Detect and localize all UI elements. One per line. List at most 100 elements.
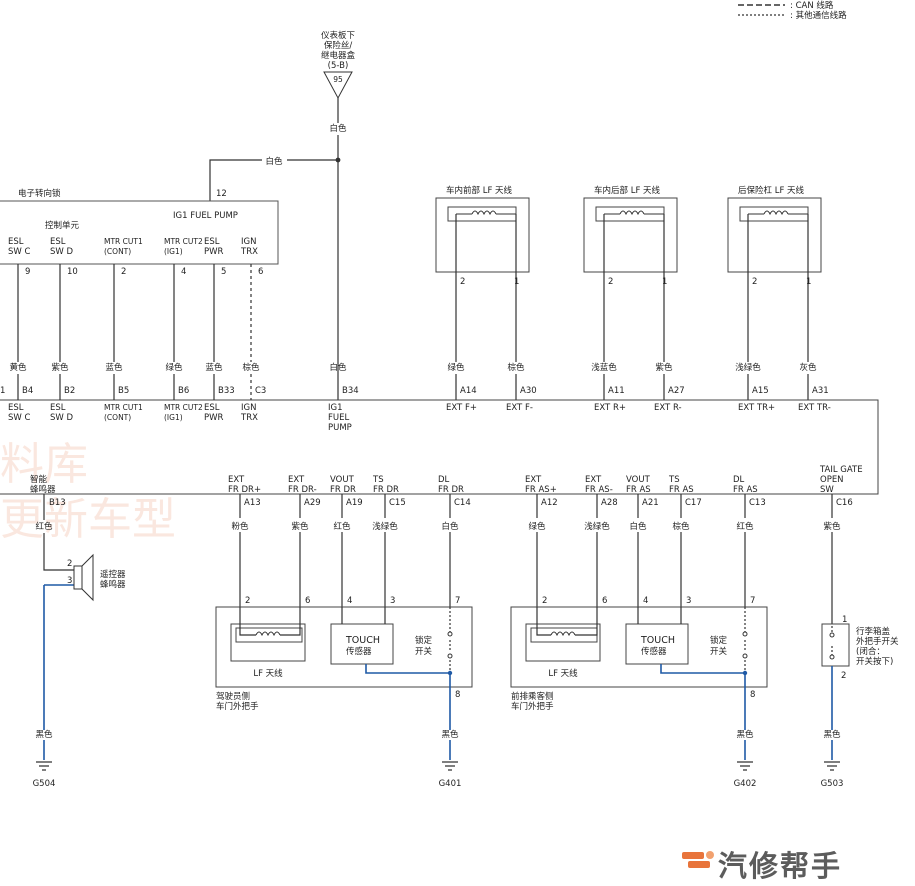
- connector-label: C15: [389, 498, 406, 508]
- svg-text:6: 6: [602, 596, 607, 606]
- svg-text:6: 6: [258, 267, 263, 277]
- wire-color-label: 蓝色: [105, 362, 123, 373]
- wire-color-white-1: 白色: [329, 123, 347, 134]
- svg-text:1: 1: [806, 277, 811, 287]
- tailgate-switch: 1 行李箱盖 外把手开关 (闭合： 开关按下) 2 黑色 G503: [821, 494, 899, 789]
- connector-label: A28: [601, 498, 618, 508]
- esl-pin-2: MTR CUT1(CONT)2: [104, 237, 143, 277]
- wire-color-white-2: 白色: [265, 156, 283, 167]
- ground-g504: G504: [33, 779, 56, 789]
- connector-label: B2: [64, 386, 75, 396]
- svg-text:开关: 开关: [710, 646, 728, 657]
- brand-logo-icon: [682, 851, 714, 868]
- svg-text:(5-B): (5-B): [328, 61, 349, 71]
- legend-can: : CAN 线路: [790, 0, 834, 11]
- svg-text:黑色: 黑色: [441, 729, 459, 740]
- svg-text:(IG1): (IG1): [164, 413, 183, 422]
- wire-color-label: 白色: [441, 521, 459, 532]
- svg-text:ESL: ESL: [204, 237, 220, 247]
- svg-text:VOUT: VOUT: [330, 475, 355, 485]
- connector-label: A12: [541, 498, 558, 508]
- svg-text:EXT F-: EXT F-: [506, 403, 533, 413]
- svg-text:EXT: EXT: [228, 475, 245, 485]
- svg-text:TOUCH: TOUCH: [640, 635, 675, 646]
- svg-text:TRX: TRX: [240, 413, 258, 423]
- svg-text:TS: TS: [372, 475, 384, 485]
- svg-text:ESL: ESL: [50, 403, 66, 413]
- svg-text:MTR CUT2: MTR CUT2: [164, 237, 203, 246]
- control-unit-box: [0, 399, 879, 495]
- svg-text:2: 2: [67, 559, 72, 569]
- steering-lock-title: 电子转向锁: [18, 188, 61, 199]
- svg-text:LF 天线: LF 天线: [548, 668, 578, 679]
- svg-text:车门外把手: 车门外把手: [511, 701, 554, 712]
- svg-text:黑色: 黑色: [736, 729, 754, 740]
- svg-text:6: 6: [305, 596, 310, 606]
- wire-color-label: 蓝色: [205, 362, 223, 373]
- svg-text:8: 8: [455, 690, 460, 700]
- wire-color-label: 白色: [629, 521, 647, 532]
- wire-color-label: 浅绿色: [584, 521, 610, 532]
- svg-text:PUMP: PUMP: [328, 423, 352, 433]
- connector-label: A27: [668, 386, 685, 396]
- svg-text:(IG1): (IG1): [164, 247, 183, 256]
- svg-text:MTR CUT2: MTR CUT2: [164, 403, 203, 412]
- svg-text:3: 3: [67, 576, 72, 586]
- svg-text:EXT F+: EXT F+: [446, 403, 477, 413]
- svg-text:FR DR: FR DR: [373, 485, 399, 495]
- connector-label: A29: [304, 498, 321, 508]
- svg-text:仪表板下: 仪表板下: [321, 30, 356, 41]
- svg-text:开关按下): 开关按下): [856, 656, 893, 667]
- svg-text:传感器: 传感器: [346, 646, 372, 657]
- svg-text:2: 2: [542, 596, 547, 606]
- svg-text:TAIL GATE: TAIL GATE: [819, 465, 863, 475]
- connector-label: A31: [812, 386, 829, 396]
- svg-text:保险丝/: 保险丝/: [324, 40, 353, 51]
- svg-text:8: 8: [750, 690, 755, 700]
- connector-label: C3: [255, 386, 266, 396]
- svg-text:EXT: EXT: [585, 475, 602, 485]
- svg-text:IGN: IGN: [241, 403, 256, 413]
- svg-text:锁定: 锁定: [710, 635, 728, 646]
- svg-text:FR AS+: FR AS+: [525, 485, 557, 495]
- svg-text:4: 4: [643, 596, 648, 606]
- ground-label: G402: [734, 779, 757, 789]
- wire-color-label: 棕色: [672, 521, 690, 532]
- svg-text:传感器: 传感器: [641, 646, 667, 657]
- svg-text:OPEN: OPEN: [820, 475, 844, 485]
- connector-label: A14: [460, 386, 477, 396]
- svg-text:ESL: ESL: [8, 237, 24, 247]
- svg-text:FUEL: FUEL: [328, 413, 349, 423]
- esl-pin-4: MTR CUT2(IG1)4: [164, 237, 203, 277]
- svg-text:ESL: ESL: [204, 403, 220, 413]
- svg-text:1: 1: [662, 277, 667, 287]
- wire-color-label: 黄色: [9, 362, 27, 373]
- svg-text:FR DR+: FR DR+: [228, 485, 261, 495]
- svg-text:遥控器: 遥控器: [100, 569, 126, 580]
- fuse-number: 95: [333, 75, 343, 84]
- svg-text:黑色: 黑色: [35, 729, 53, 740]
- svg-text:3: 3: [390, 596, 395, 606]
- wire-color-label: 紫色: [823, 521, 841, 532]
- svg-text:2: 2: [752, 277, 757, 287]
- svg-text:SW: SW: [820, 485, 834, 495]
- svg-text:FR AS: FR AS: [669, 485, 694, 495]
- svg-text:MTR CUT1: MTR CUT1: [104, 237, 143, 246]
- svg-text:5: 5: [221, 267, 226, 277]
